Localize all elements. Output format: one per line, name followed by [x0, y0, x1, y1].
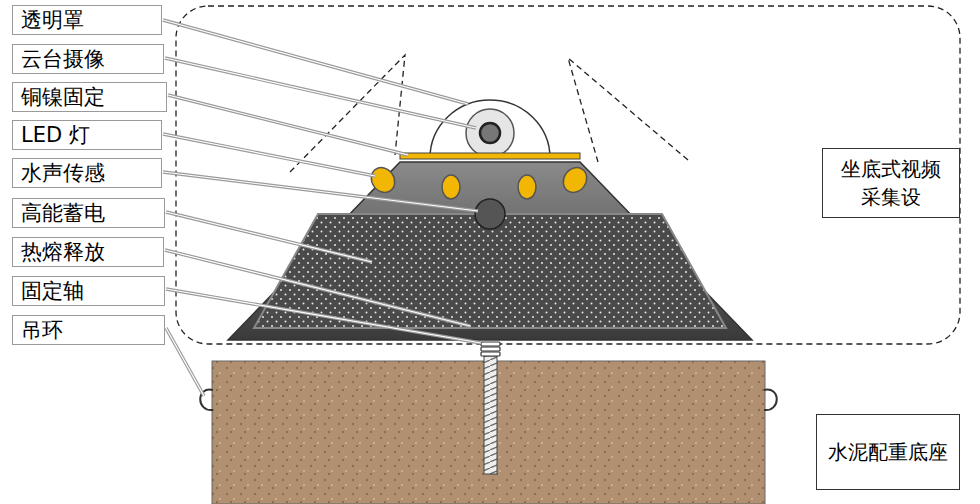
- part-label: 水声传感: [12, 158, 162, 188]
- label-text: LED 灯: [21, 122, 153, 148]
- battery: [254, 214, 726, 328]
- led: [518, 175, 536, 199]
- label-text: 固定轴: [21, 278, 156, 304]
- label-text: 热熔释放: [21, 239, 155, 265]
- part-label: 云台摄像: [12, 44, 164, 74]
- led: [367, 163, 400, 197]
- label-text: 坐底式视频采集设: [833, 155, 949, 211]
- led: [442, 175, 460, 199]
- part-label: 透明罩: [12, 5, 162, 35]
- part-label: LED 灯: [12, 120, 162, 150]
- view-cone: [568, 58, 688, 162]
- camera: [466, 109, 514, 157]
- camera-lens: [480, 123, 500, 143]
- label-text: 高能蓄电: [21, 200, 156, 226]
- callout-box: 水泥配重底座: [816, 414, 960, 490]
- shaft-thread: [481, 342, 500, 356]
- part-label: 固定轴: [12, 276, 165, 306]
- lifting-ring: [764, 390, 777, 411]
- leader-line: [163, 20, 481, 396]
- part-label: 吊环: [12, 315, 165, 345]
- part-label: 高能蓄电: [12, 198, 165, 228]
- label-text: 铜镍固定: [21, 84, 158, 110]
- label-text: 水泥配重底座: [827, 438, 949, 466]
- part-label: 热熔释放: [12, 237, 164, 267]
- part-label: 铜镍固定: [12, 82, 167, 112]
- label-text: 水声传感: [21, 160, 153, 186]
- label-text: 透明罩: [21, 7, 153, 33]
- callout-box: 坐底式视频采集设: [822, 148, 960, 218]
- copper-plate: [400, 153, 580, 159]
- label-text: 吊环: [21, 317, 156, 343]
- led: [559, 163, 592, 197]
- fixing-shaft: [484, 356, 497, 474]
- hydrophone: [475, 199, 505, 229]
- label-text: 云台摄像: [21, 46, 155, 72]
- transparent-cover: [430, 100, 550, 158]
